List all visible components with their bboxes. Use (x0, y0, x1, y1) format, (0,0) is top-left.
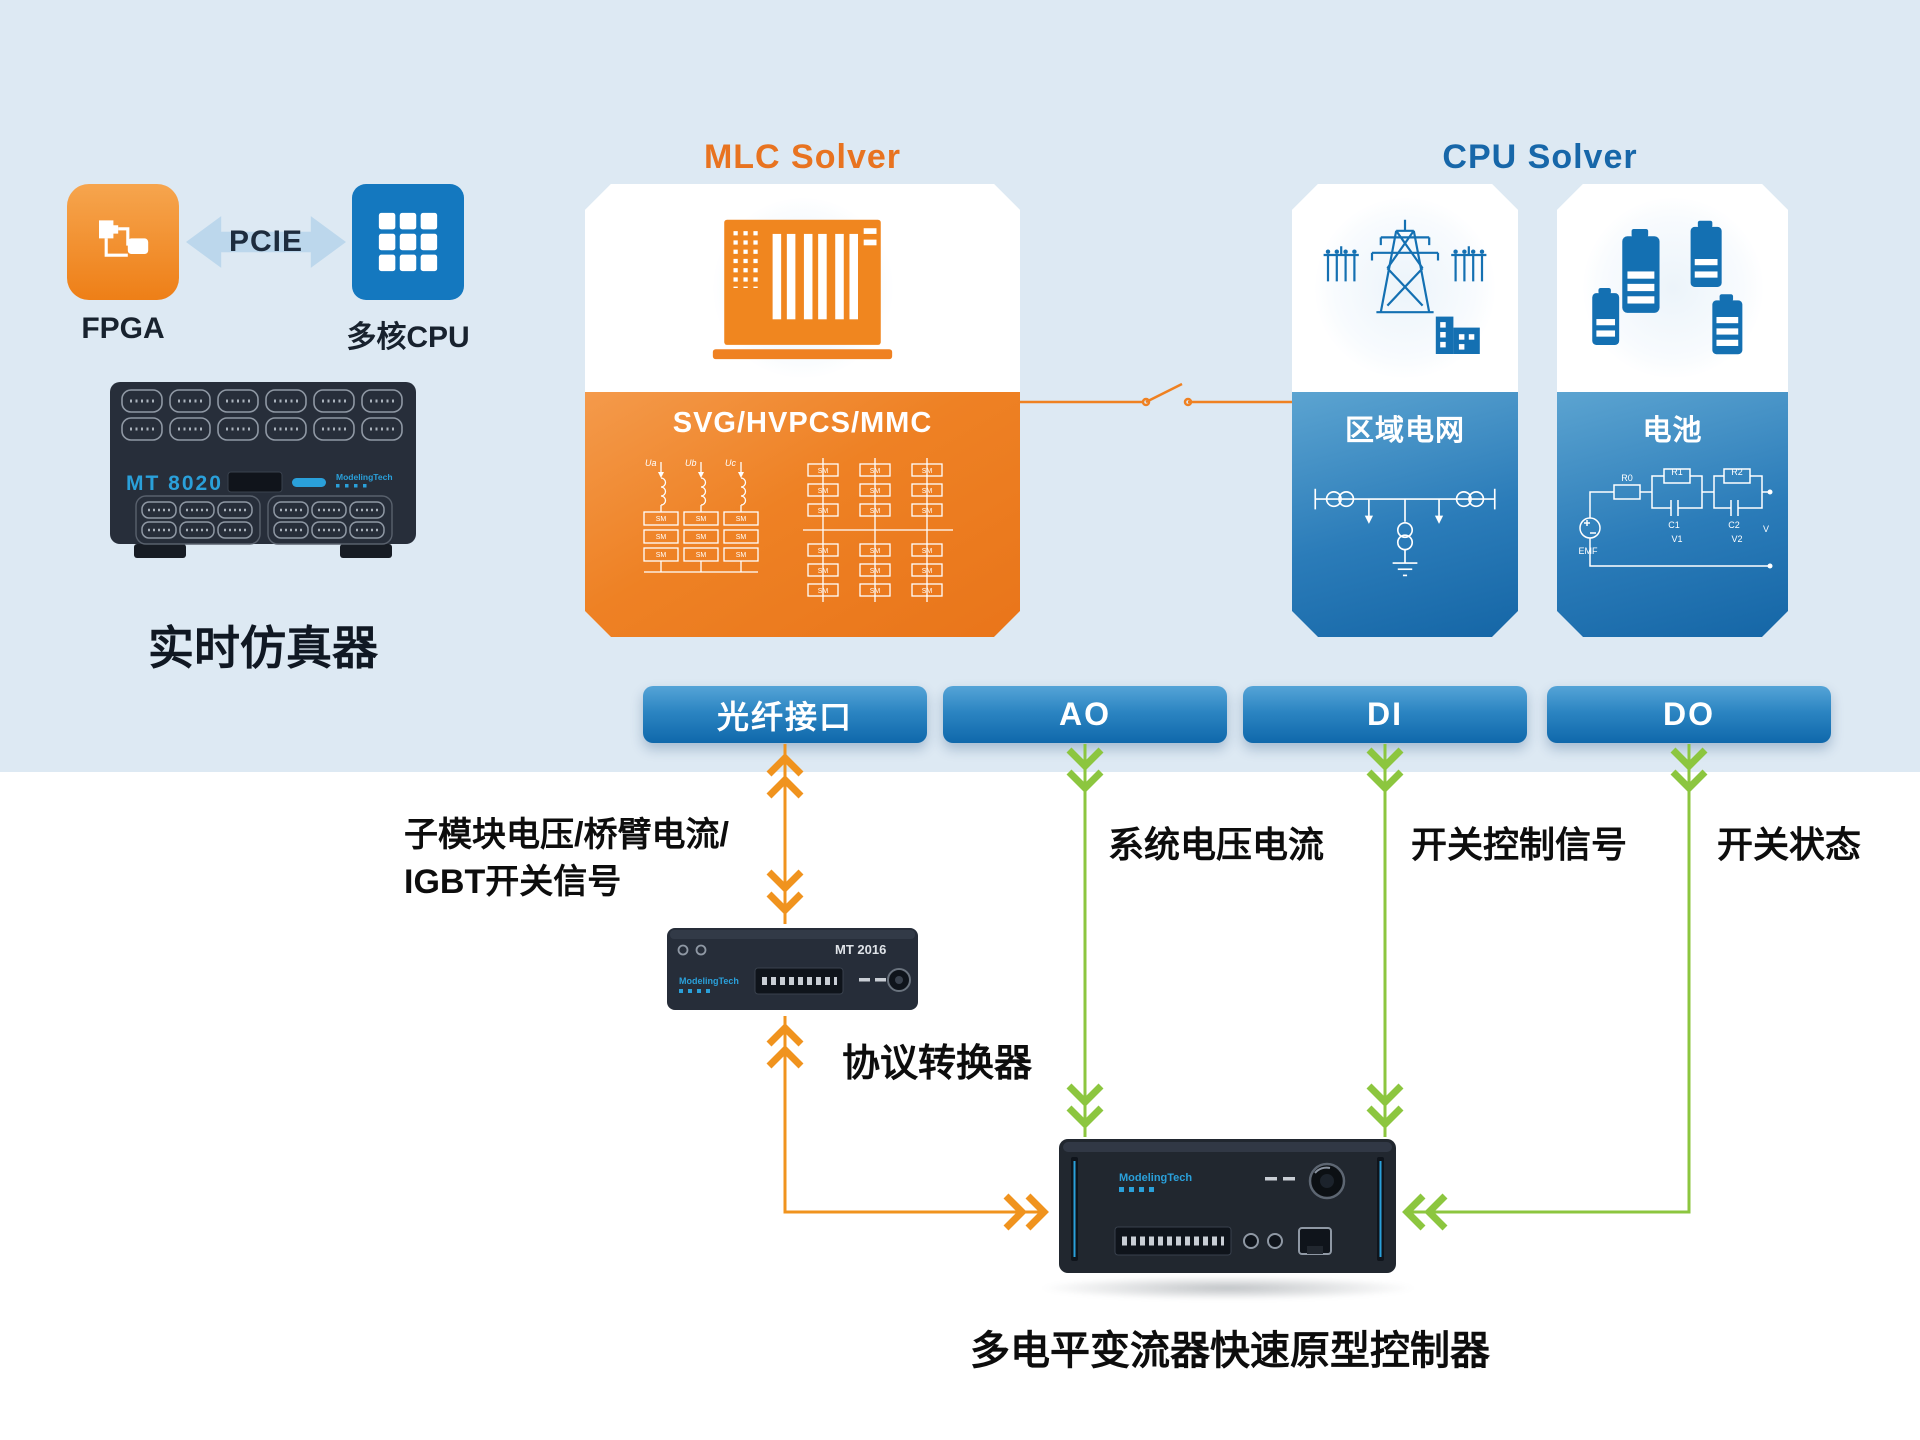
svg-text:SM: SM (655, 552, 666, 559)
svg-text:R2: R2 (1731, 467, 1743, 477)
controller-device: ModelingTech (1059, 1139, 1396, 1285)
fpga-label: FPGA (81, 312, 165, 345)
fiber-port-button: 光纤接口 (643, 686, 927, 743)
mlc-solver-title: MLC Solver (703, 138, 902, 176)
svg-text:SM: SM (869, 468, 880, 475)
svg-text:SM: SM (817, 588, 828, 595)
fiber-signal-label: 子模块电压/桥臂电流/ IGBT开关信号 (404, 812, 729, 906)
svg-text:V1: V1 (1671, 534, 1682, 544)
device-model-text: MT 8020 (126, 472, 223, 495)
svg-text:SM: SM (921, 488, 932, 495)
svg-text:SM: SM (655, 534, 666, 541)
svg-text:SM: SM (869, 488, 880, 495)
grid-card-panel: 区域电网 (1292, 392, 1518, 637)
svg-text:SM: SM (817, 508, 828, 515)
fpga-glyph-icon (99, 220, 149, 257)
di-signal-label: 开关控制信号 (1411, 824, 1628, 865)
battery-circuit-diagram: R0 R1 R2 C1 C2 V1 V2 V EMF (1570, 459, 1775, 597)
svg-text:SM: SM (921, 568, 932, 575)
ao-line (1066, 744, 1104, 1137)
svg-text:R0: R0 (1621, 473, 1633, 483)
svg-text:SM: SM (817, 548, 828, 555)
ao-port-button: AO (943, 686, 1227, 743)
svg-text:Uc: Uc (725, 458, 736, 468)
cpu-grid-icon (378, 212, 438, 272)
svg-text:SM: SM (869, 588, 880, 595)
svg-text:C2: C2 (1728, 520, 1740, 530)
svg-text:SM: SM (869, 508, 880, 515)
svg-text:SM: SM (735, 534, 746, 541)
protocol-converter-label: 协议转换器 (842, 1043, 1033, 1085)
battery-card: 电池 (1557, 184, 1788, 637)
multicore-cpu-icon (352, 184, 464, 300)
svg-text:SM: SM (921, 548, 932, 555)
svg-text:SM: SM (817, 488, 828, 495)
svg-text:SM: SM (695, 552, 706, 559)
controller-shadow (1038, 1276, 1418, 1300)
mt2016-device: MT 2016 ModelingTech (667, 924, 918, 1021)
regional-grid-card: 区域电网 (1292, 184, 1518, 637)
transmission-tower-icon (1317, 215, 1493, 361)
mt8020-device: MT 8020 ModelingTech (110, 380, 416, 571)
grid-card-top (1292, 184, 1518, 392)
mlc-card-top (585, 184, 1020, 392)
battery-icons (1585, 217, 1761, 359)
controller-label: 多电平变流器快速原型控制器 (970, 1329, 1490, 1373)
svg-text:Ub: Ub (685, 458, 697, 468)
grid-circuit-diagram (1307, 459, 1503, 599)
svg-text:SM: SM (695, 516, 706, 523)
di-line (1366, 744, 1404, 1137)
svg-text:R1: R1 (1671, 467, 1683, 477)
battery-card-panel: 电池 (1557, 392, 1788, 637)
converter-model-text: MT 2016 (835, 942, 886, 957)
svg-text:SM: SM (735, 516, 746, 523)
svg-text:SM: SM (869, 568, 880, 575)
svg-text:SM: SM (921, 588, 932, 595)
fpga-icon (67, 184, 179, 300)
battery-card-top (1557, 184, 1788, 392)
mlc-card-panel: SVG/HVPCS/MMC (585, 392, 1020, 637)
svg-text:SM: SM (921, 508, 932, 515)
grid-caption: 区域电网 (1344, 415, 1465, 447)
controller-device-drawing: ModelingTech (1059, 1139, 1396, 1273)
svg-text:SM: SM (655, 516, 666, 523)
svg-text:C1: C1 (1668, 520, 1680, 530)
multicore-cpu-label: 多核CPU (346, 321, 470, 354)
pcie-link: PCIE (186, 215, 346, 269)
svg-text:SM: SM (817, 468, 828, 475)
mmc-circuit-diagram: Ua Ub Uc SM SM SM SM SM SM SM SM SM SM SM SM SM S… (612, 450, 994, 610)
svg-text:SM: SM (921, 468, 932, 475)
di-port-button: DI (1243, 686, 1527, 743)
converter-brand-text: ModelingTech (679, 976, 739, 986)
svg-text:SM: SM (817, 568, 828, 575)
battery-caption: 电池 (1642, 415, 1703, 447)
svg-text:EMF: EMF (1579, 546, 1599, 556)
mt2016-device-drawing: MT 2016 ModelingTech (667, 928, 918, 1010)
fiber-signal-line2: IGBT开关信号 (404, 863, 622, 901)
mlc-solver-card: SVG/HVPCS/MMC (585, 184, 1020, 637)
do-port-button: DO (1547, 686, 1831, 743)
converter-cabinet-icon (710, 214, 895, 362)
ao-signal-label: 系统电压电流 (1108, 824, 1325, 865)
mt8020-device-drawing: MT 8020 ModelingTech (110, 382, 416, 558)
pcie-label: PCIE (228, 225, 304, 258)
svg-text:V: V (1763, 524, 1769, 534)
controller-brand-text: ModelingTech (1119, 1172, 1192, 1184)
cpu-solver-title: CPU Solver (1442, 138, 1638, 176)
simulator-label: 实时仿真器 (148, 622, 378, 674)
svg-text:SM: SM (735, 552, 746, 559)
fiber-signal-line1: 子模块电压/桥臂电流/ (404, 816, 729, 854)
brand-text: ModelingTech (336, 472, 393, 482)
svg-text:Ua: Ua (645, 458, 657, 468)
do-signal-label: 开关状态 (1717, 824, 1862, 865)
mlc-subtitle: SVG/HVPCS/MMC (672, 407, 933, 439)
svg-text:V2: V2 (1731, 534, 1742, 544)
svg-text:SM: SM (695, 534, 706, 541)
svg-text:SM: SM (869, 548, 880, 555)
